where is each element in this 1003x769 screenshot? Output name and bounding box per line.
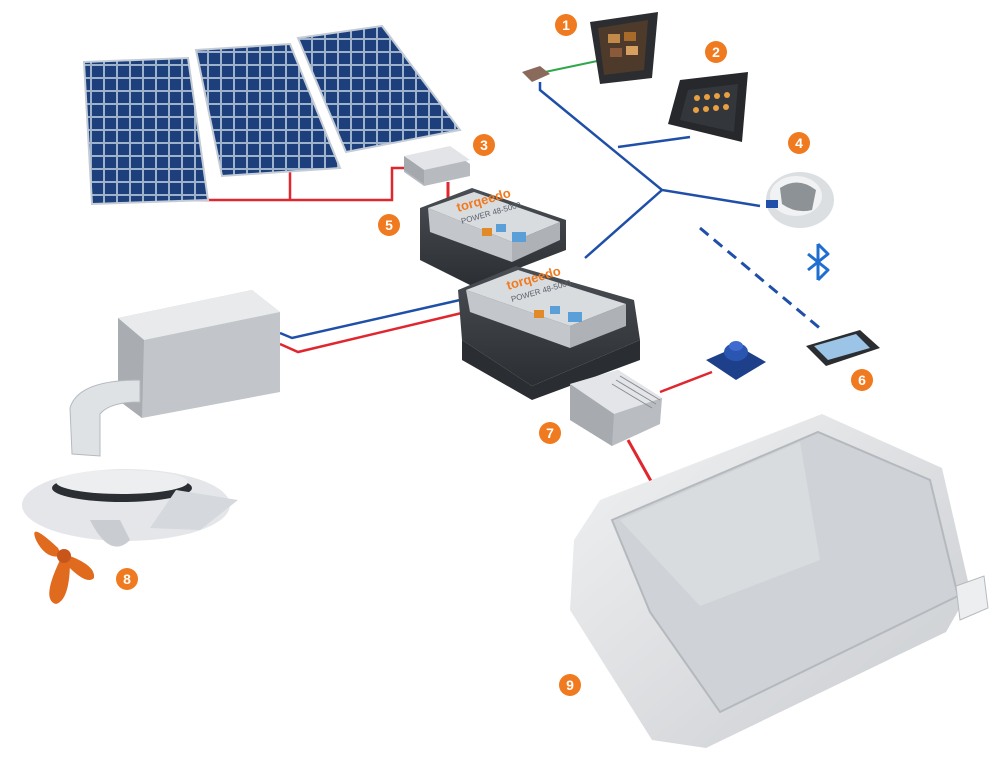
svg-text:5: 5 bbox=[385, 217, 393, 233]
badge-6: 6 bbox=[851, 369, 873, 391]
svg-text:3: 3 bbox=[480, 137, 488, 153]
solar-charge-controller bbox=[404, 146, 470, 186]
gateway-module bbox=[522, 66, 550, 82]
solar-panel-3 bbox=[296, 24, 462, 154]
throttle-wire bbox=[659, 370, 713, 394]
svg-text:8: 8 bbox=[123, 571, 131, 587]
solar-array bbox=[82, 24, 462, 206]
svg-text:7: 7 bbox=[546, 425, 554, 441]
badge-3: 3 bbox=[473, 134, 495, 156]
range-extender-generator bbox=[570, 414, 989, 748]
motor-power-wire bbox=[279, 310, 467, 354]
propeller-icon bbox=[34, 531, 95, 604]
number-badges: 1 2 3 4 5 6 7 8 9 bbox=[116, 14, 873, 696]
svg-text:1: 1 bbox=[562, 17, 570, 33]
svg-text:9: 9 bbox=[566, 677, 574, 693]
badge-1: 1 bbox=[555, 14, 577, 36]
data-bus-wire bbox=[538, 82, 761, 208]
motor-controller-box bbox=[118, 290, 280, 418]
battery-pack-lower: torqeedo POWER 48-5000 bbox=[458, 263, 640, 400]
wiring bbox=[146, 59, 823, 491]
multifunction-display-2 bbox=[668, 72, 748, 142]
badge-4: 4 bbox=[788, 132, 810, 154]
electric-pod-motor bbox=[22, 379, 238, 604]
svg-text:2: 2 bbox=[712, 44, 720, 60]
throttle-lever bbox=[706, 341, 766, 380]
solar-panel-2 bbox=[194, 42, 342, 178]
svg-text:4: 4 bbox=[795, 135, 803, 151]
remote-throttle bbox=[766, 172, 834, 228]
display-2-wire bbox=[617, 135, 691, 149]
svg-text:6: 6 bbox=[858, 372, 866, 388]
badge-5: 5 bbox=[378, 214, 400, 236]
badge-2: 2 bbox=[705, 41, 727, 63]
battery-pack-upper: torqeedo POWER 48-5000 bbox=[420, 185, 566, 286]
bluetooth-link bbox=[699, 226, 823, 332]
bluetooth-icon bbox=[807, 242, 830, 282]
badge-8: 8 bbox=[116, 568, 138, 590]
badge-9: 9 bbox=[559, 674, 581, 696]
multifunction-display-1 bbox=[522, 12, 658, 84]
battery-bus-wire bbox=[584, 189, 663, 259]
signal-wire bbox=[544, 59, 603, 73]
badge-7: 7 bbox=[539, 422, 561, 444]
smartphone bbox=[806, 330, 880, 366]
solar-panel-1 bbox=[82, 56, 210, 206]
motor-data-wire bbox=[279, 298, 461, 340]
power-distribution-box bbox=[570, 370, 662, 446]
